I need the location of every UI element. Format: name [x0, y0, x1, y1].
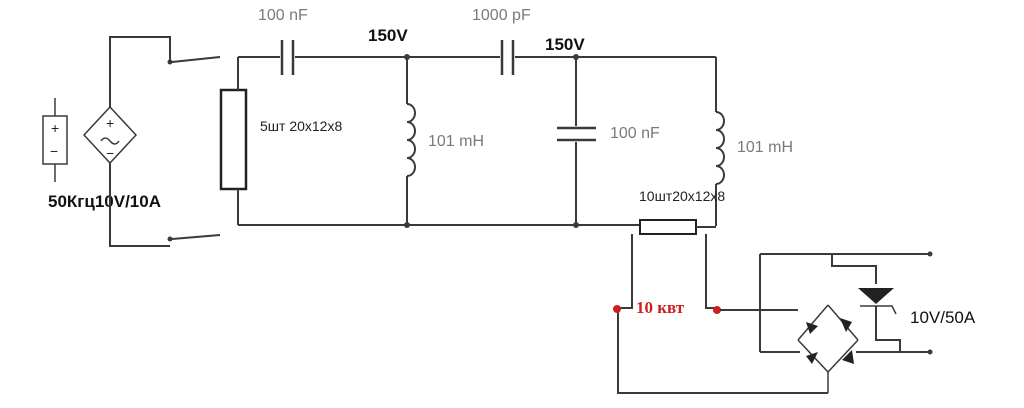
power-marker-right	[713, 306, 721, 314]
voltage-label-2: 150V	[545, 35, 585, 54]
capacitor-c2	[500, 40, 515, 75]
junction-node	[404, 222, 410, 228]
capacitor-c3-label: 100 nF	[610, 125, 660, 142]
inductor-l1	[406, 57, 416, 225]
dc-source: + −	[42, 98, 68, 182]
transformer-2-label: 10шт20x12x8	[639, 188, 725, 204]
capacitor-c3	[557, 57, 596, 225]
output-label: 10V/50A	[910, 308, 976, 327]
diode-bridge	[720, 251, 933, 393]
junction-node	[573, 222, 579, 228]
inductor-l2-label: 101 mH	[737, 139, 793, 156]
power-label: 10 квт	[636, 298, 685, 317]
transformer-1-label: 5шт 20x12x8	[260, 118, 342, 134]
ac-plus-sign: +	[106, 115, 114, 131]
source-label: 50Кгц10V/10A	[48, 192, 161, 211]
voltage-label-1: 150V	[368, 26, 408, 45]
transformer-1	[219, 57, 248, 225]
ac-source: + −	[82, 105, 138, 165]
capacitor-c1-label: 100 nF	[258, 7, 308, 24]
dc-minus-sign: −	[50, 143, 58, 159]
inductor-l1-label: 101 mH	[428, 133, 484, 150]
capacitor-c2-label: 1000 pF	[472, 7, 531, 24]
power-marker-left	[613, 305, 621, 313]
ac-minus-sign: −	[106, 145, 114, 161]
dc-plus-sign: +	[51, 120, 59, 136]
transformer-2	[639, 219, 716, 235]
inductor-l2	[715, 57, 725, 226]
zener-diode	[831, 254, 901, 352]
capacitor-c1	[280, 40, 295, 75]
